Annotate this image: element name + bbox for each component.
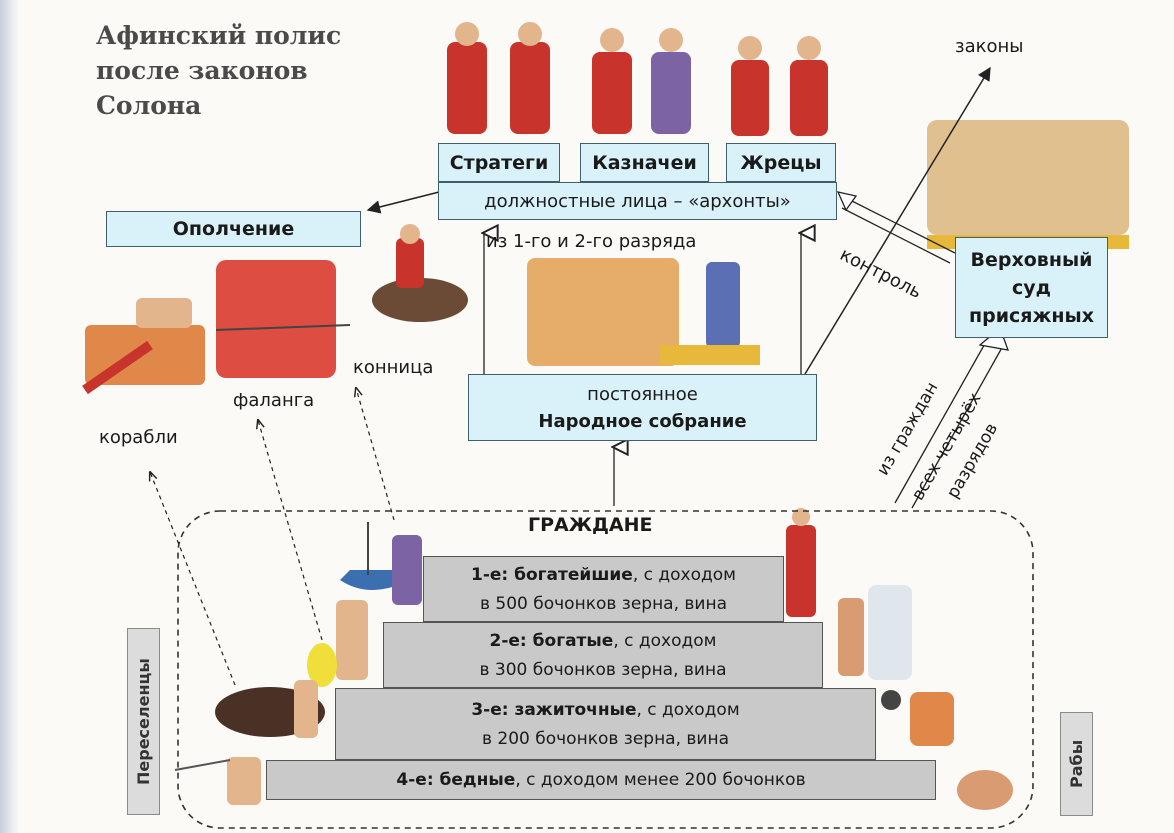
tier-3-income: в 200 бочонков зерна, вина xyxy=(481,729,730,749)
archons-box: должностные лица – «архонты» xyxy=(438,182,837,220)
tier-3-name: 3-е: зажиточные xyxy=(471,700,637,720)
potter-figure xyxy=(881,690,954,746)
militia-box: Ополчение xyxy=(106,211,361,247)
ox-plough xyxy=(215,680,325,738)
phalanx-figure xyxy=(215,260,351,378)
treasurers-box: Казначеи xyxy=(580,143,709,182)
assembly-line1: постоянное xyxy=(587,383,698,405)
rich-citizen-figure xyxy=(786,508,816,617)
page-edge-shadow xyxy=(0,0,20,833)
tier-4-name: 4-е: бедные xyxy=(396,770,516,790)
ship-and-merchant xyxy=(340,522,422,605)
ships-label: корабли xyxy=(99,427,178,448)
tier-2-income-prefix: , с доходом xyxy=(613,631,717,651)
jury-figures xyxy=(927,120,1129,249)
citizens-border xyxy=(177,510,1034,829)
slave-bowing-figure xyxy=(957,770,1013,810)
ships-figure xyxy=(82,298,205,395)
priests-box: Жрецы xyxy=(726,143,836,182)
treasurer-figures xyxy=(592,28,691,134)
tier-1-income-prefix: , с доходом xyxy=(632,565,736,585)
strategi-box: Стратеги xyxy=(438,143,560,182)
tier-2-income: в 300 бочонков зерна, вина xyxy=(479,660,727,680)
archons-selection-note: из 1-го и 2-го разряда xyxy=(486,231,697,252)
tier-4: 4-е: бедные, с доходом менее 200 бочонко… xyxy=(266,760,936,800)
laws-label: законы xyxy=(955,36,1024,57)
assembly-box: постоянное Народное собрание xyxy=(468,374,817,441)
slaves-label: Рабы xyxy=(1060,712,1093,816)
diagram-title: Афинский полис после законов Солона xyxy=(96,21,342,120)
phalanx-label: фаланга xyxy=(233,390,315,411)
tier-2-name: 2-е: богатые xyxy=(489,631,614,651)
tier-1-income: в 500 бочонков зерна, вина xyxy=(479,594,728,614)
farmer-figure xyxy=(174,757,261,805)
tier-3: 3-е: зажиточные, с доходом в 200 бочонко… xyxy=(335,688,876,760)
priest-figures xyxy=(731,36,828,136)
tier-2: 2-е: богатые, с доходом в 300 бочонков з… xyxy=(383,622,823,688)
tier-3-income-prefix: , с доходом xyxy=(636,700,740,720)
citizens-heading: ГРАЖДАНЕ xyxy=(528,514,653,536)
cavalry-figure xyxy=(372,224,468,322)
merchant-with-sack xyxy=(307,600,368,687)
settlers-label: Переселенцы xyxy=(127,628,160,815)
assembly-line2: Народное собрание xyxy=(538,410,747,432)
tier-1: 1-е: богатейшие, с доходом в 500 бочонко… xyxy=(423,556,784,622)
assembly-crowd xyxy=(527,258,760,366)
cavalry-label: конница xyxy=(353,357,434,378)
strategi-figures xyxy=(447,22,550,134)
tier-4-income: , с доходом менее 200 бочонков xyxy=(515,770,806,790)
slave-and-athena xyxy=(838,585,912,680)
tier-1-name: 1-е: богатейшие xyxy=(471,565,633,585)
supreme-court-box: Верховный суд присяжных xyxy=(955,237,1108,338)
